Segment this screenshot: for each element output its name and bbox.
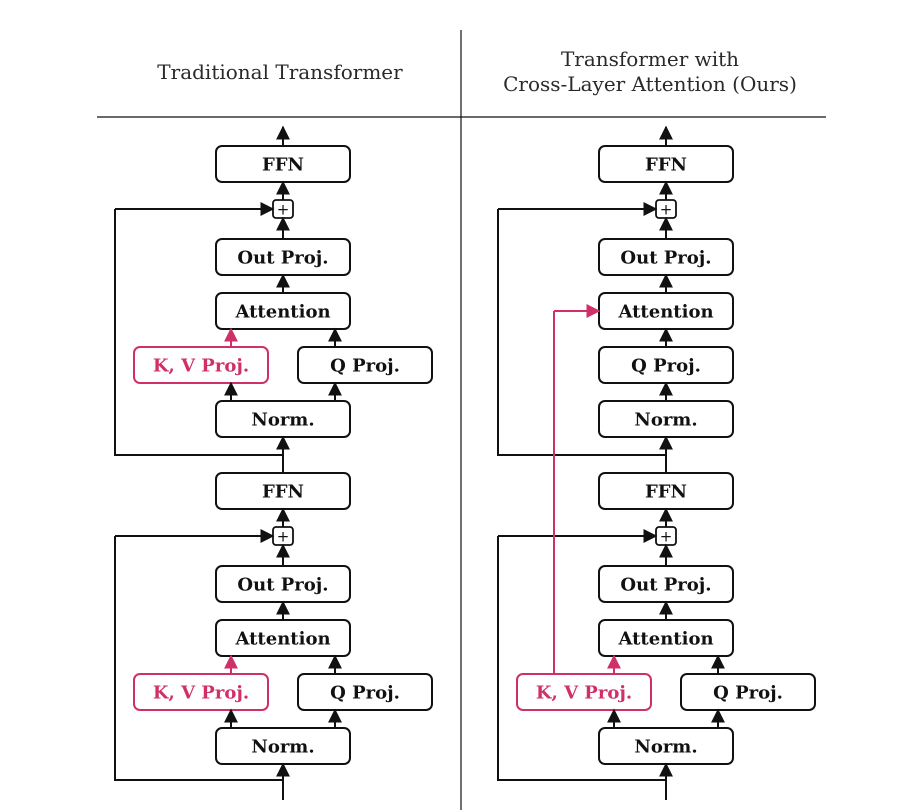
layer1-attention-box: Attention (598, 619, 734, 657)
layer2-norm-box: Norm. (598, 400, 734, 438)
layer2-attention-box-label: Attention (234, 302, 330, 323)
left-panel-title: Traditional Transformer (120, 60, 440, 85)
layer2-out-proj-box: Out Proj. (598, 238, 734, 276)
layer2-add-node-symbol: + (277, 201, 290, 219)
layer1-norm-box: Norm. (215, 727, 351, 765)
layer2-norm-box-label: Norm. (634, 410, 697, 431)
layer2-out-proj-box-label: Out Proj. (620, 248, 711, 269)
layer1-q-proj-box-frame (680, 673, 816, 711)
layer1-add-node: + (655, 526, 677, 546)
right-title-line-2: Cross-Layer Attention (Ours) (503, 72, 797, 96)
layer2-kv-proj-box: K, V Proj. (133, 346, 269, 384)
layer1-kv-proj-box-label: K, V Proj. (153, 683, 249, 704)
layer1-attention-box: Attention (215, 619, 351, 657)
right-title-line-1: Transformer with (560, 47, 740, 71)
layer2-ffn-box: FFN (215, 145, 351, 183)
layer1-residual-path (497, 536, 666, 781)
layer1-kv-proj-box-label: K, V Proj. (536, 683, 632, 704)
layer2-norm-box: Norm. (215, 400, 351, 438)
layer2-residual-path (497, 209, 666, 456)
layer1-norm-box-label: Norm. (634, 737, 697, 758)
layer1-out-proj-box: Out Proj. (598, 565, 734, 603)
layer1-norm-box: Norm. (598, 727, 734, 765)
layer1-out-proj-box-label: Out Proj. (237, 575, 328, 596)
layer2-residual-path (114, 209, 283, 456)
layer1-q-proj-box: Q Proj. (297, 673, 433, 711)
layer2-kv-proj-box-frame (133, 346, 269, 384)
layer2-attention-box-label: Attention (617, 302, 713, 323)
layer1-out-proj-box: Out Proj. (215, 565, 351, 603)
layer2-ffn-box-label: FFN (645, 155, 687, 176)
layer2-add-node: + (272, 199, 294, 219)
layer1-add-node-symbol: + (277, 528, 290, 546)
layer2-attention-box: Attention (598, 292, 734, 330)
layer1-q-proj-box-frame (297, 673, 433, 711)
layer2-ffn-box-label: FFN (262, 155, 304, 176)
layer1-q-proj-box-label: Q Proj. (713, 683, 783, 704)
layer1-kv-proj-box: K, V Proj. (516, 673, 652, 711)
layer2-out-proj-box-label: Out Proj. (237, 248, 328, 269)
layer2-ffn-box: FFN (598, 145, 734, 183)
layer1-attention-box-label: Attention (234, 629, 330, 650)
layer2-q-proj-box-frame (297, 346, 433, 384)
layer1-ffn-box: FFN (215, 472, 351, 510)
layer2-q-proj-box: Q Proj. (598, 346, 734, 384)
layer1-ffn-box-label: FFN (645, 482, 687, 503)
layer2-add-node: + (655, 199, 677, 219)
layer1-norm-box-label: Norm. (251, 737, 314, 758)
layer1-kv-proj-box-frame (516, 673, 652, 711)
layer1-ffn-box: FFN (598, 472, 734, 510)
layer2-q-proj-box: Q Proj. (297, 346, 433, 384)
layer1-ffn-box-label: FFN (262, 482, 304, 503)
layer1-residual-path (114, 536, 283, 781)
layer1-q-proj-box: Q Proj. (680, 673, 816, 711)
left-panel-diagram: FFN + Out Proj. Attention K, V Proj. Q Proj. N… (114, 125, 433, 800)
layer2-kv-proj-box-label: K, V Proj. (153, 356, 249, 377)
layer2-q-proj-box-label: Q Proj. (631, 356, 701, 377)
layer2-norm-box-label: Norm. (251, 410, 314, 431)
layer2-add-node-symbol: + (660, 201, 673, 219)
layer1-kv-proj-box-frame (133, 673, 269, 711)
layer1-kv-proj-box: K, V Proj. (133, 673, 269, 711)
layer2-attention-box: Attention (215, 292, 351, 330)
left-title-line-1: Traditional Transformer (157, 60, 403, 84)
layer1-out-proj-box-label: Out Proj. (620, 575, 711, 596)
layer1-add-node: + (272, 526, 294, 546)
layer2-out-proj-box: Out Proj. (215, 238, 351, 276)
right-panel-title: Transformer with Cross-Layer Attention (… (480, 47, 820, 97)
layer2-q-proj-box-label: Q Proj. (330, 356, 400, 377)
right-panel-diagram: FFN + Out Proj. Attention Q Proj. Norm. FFN + Ou… (497, 125, 816, 800)
layer1-add-node-symbol: + (660, 528, 673, 546)
layer1-q-proj-box-label: Q Proj. (330, 683, 400, 704)
layer1-attention-box-label: Attention (617, 629, 713, 650)
